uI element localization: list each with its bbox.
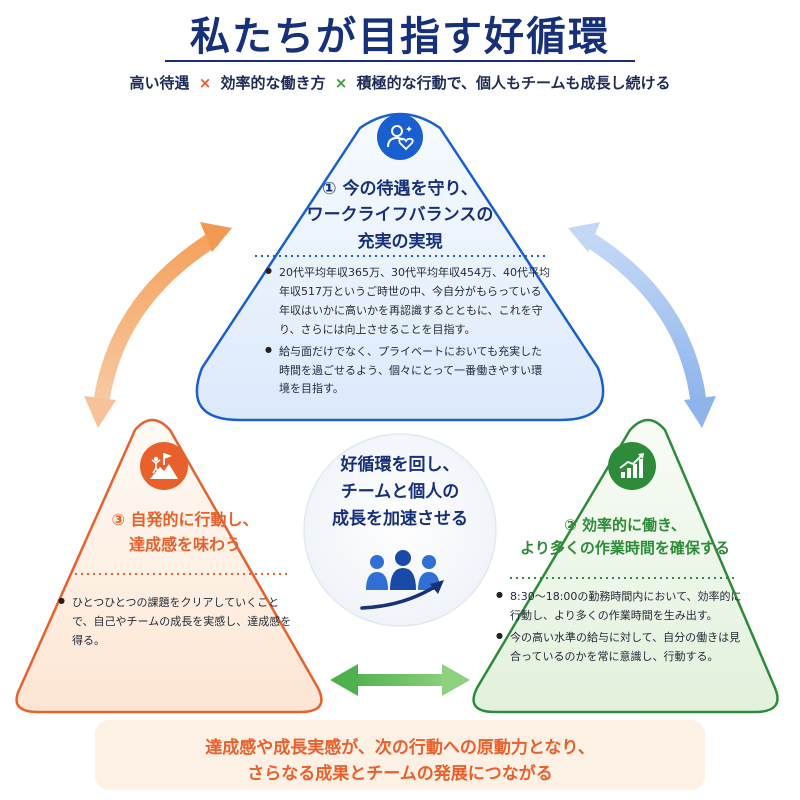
card-right-heading-line: ② 効率的に働き、 (564, 516, 686, 534)
card-left-bullets: ひとつひとつの課題をクリアしていくことで、自己やチームの成長を実感し、達成感を得… (58, 594, 293, 654)
list-item: ひとつひとつの課題をクリアしていくことで、自己やチームの成長を実感し、達成感を得… (58, 594, 293, 651)
arrow-right-head-bottom (684, 396, 716, 428)
arrow-bottom-shaft (348, 674, 452, 686)
center-message: 好循環を回し、 チームと個人の 成長を加速させる (312, 452, 488, 533)
conclusion-line-2: さらなる成果とチームの発展につながる (247, 764, 553, 784)
center-circle (303, 433, 497, 627)
subtitle: 高い待遇 × 効率的な働き方 × 積極的な行動で、個人もチームも成長し続ける (0, 72, 800, 93)
conclusion-banner (95, 720, 705, 790)
subtitle-part-1: 高い待遇 (129, 74, 190, 92)
card-left-heading: ③ 自発的に行動し、 達成感を味わう (65, 508, 305, 558)
summit-flag-icon (140, 442, 188, 490)
list-item: 20代平均年収365万、30代平均年収454万、40代平均年収517万というご時… (265, 264, 550, 340)
arrow-left-head-bottom (84, 396, 116, 428)
card-top-bullets: 20代平均年収365万、30代平均年収454万、40代平均年収517万というご時… (265, 264, 550, 402)
center-message-line: チームと個人の (340, 481, 460, 502)
person-heart-icon (377, 114, 423, 160)
list-item: 今の高い水準の給与に対して、自分の働きは見合っているのかを常に意識し、行動する。 (496, 629, 746, 667)
subtitle-part-3: 積極的な行動で、個人もチームも成長し続ける (356, 74, 671, 92)
card-right-bullets: 8:30～18:00の勤務時間内において、効率的に行動し、より多くの作業時間を生… (496, 588, 746, 670)
arrow-right-shaft (582, 232, 706, 406)
card-top-heading-line: 充実の実現 (357, 231, 443, 252)
card-left-heading-line: 達成感を味わう (128, 534, 241, 554)
list-item: 8:30～18:00の勤務時間内において、効率的に行動し、より多くの作業時間を生… (496, 588, 746, 626)
page-title: 私たちが目指す好循環 (190, 14, 610, 60)
title-underline (165, 60, 635, 62)
conclusion-line-1: 達成感や成長実感が、次の行動への原動力となり、 (205, 738, 595, 758)
subtitle-part-2: 効率的な働き方 (220, 74, 326, 92)
center-message-line: 好循環を回し、 (340, 455, 460, 475)
arrow-left-head-top (200, 222, 232, 252)
center-message-line: 成長を加速させる (332, 508, 468, 529)
card-left-heading-line: ③ 自発的に行動し、 (111, 510, 259, 529)
arrow-left-shaft (94, 232, 220, 406)
list-item: 給与面だけでなく、プライベートにおいても充実した時間を過ごせるよう、個々にとって… (265, 343, 550, 400)
arrow-bottom-head-right (442, 664, 470, 696)
growth-chart-icon (608, 442, 656, 490)
card-top-heading: ① 今の待遇を守り、 ワークライフバランスの 充実の実現 (240, 176, 560, 255)
card-right-heading-line: より多くの作業時間を確保する (520, 539, 730, 558)
card-top-heading-line: ① 今の待遇を守り、 (322, 179, 478, 199)
arrow-bottom-head-left (330, 664, 358, 696)
subtitle-separator-1: × (198, 74, 212, 92)
team-growth-icon (360, 550, 444, 610)
arrow-right-head-top (568, 222, 600, 252)
card-right-heading: ② 効率的に働き、 より多くの作業時間を確保する (495, 514, 755, 561)
card-top-heading-line: ワークライフバランスの (306, 205, 494, 226)
subtitle-separator-2: × (334, 74, 348, 92)
